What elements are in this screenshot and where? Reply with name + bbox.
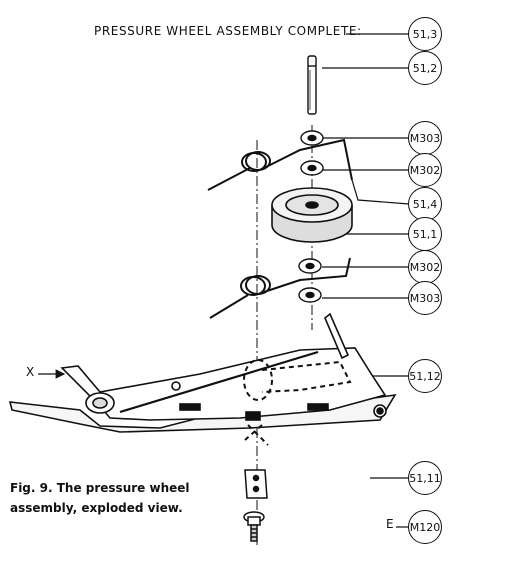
callout-m303-lower: M303	[408, 281, 442, 315]
callout-m302-lower: M302	[408, 250, 442, 284]
washer-m303-lower	[298, 287, 322, 303]
caption-line-2: assembly, exploded view.	[10, 501, 183, 515]
callout-51-3: 51,3	[408, 17, 442, 51]
screw	[243, 511, 265, 542]
callout-51-2: 51,2	[408, 51, 442, 85]
shaft-pin	[307, 55, 317, 115]
callout-51-1: 51,1	[408, 217, 442, 251]
lever-bracket	[8, 312, 397, 433]
caption-line-1: Fig. 9. The pressure wheel	[10, 481, 190, 495]
callout-51-4: 51,4	[408, 187, 442, 221]
callout-51-11: 51,11	[408, 461, 442, 495]
pressure-wheel	[271, 187, 353, 243]
callout-51-12: 51,12	[408, 359, 442, 393]
callout-m303-upper: M303	[408, 121, 442, 155]
hidden-lines	[243, 359, 352, 446]
figure-caption: Fig. 9. The pressure wheel assembly, exp…	[10, 478, 200, 518]
callout-m120: M120	[408, 510, 442, 544]
label-e: E	[386, 517, 394, 531]
small-plate	[244, 469, 268, 499]
assembly-title: PRESSURE WHEEL ASSEMBLY COMPLETE:	[94, 24, 362, 38]
callout-m302-upper: M302	[408, 153, 442, 187]
label-x: X	[26, 365, 35, 379]
leader-lines	[38, 33, 410, 528]
washer-upper	[300, 130, 324, 146]
washer-m302-upper	[300, 160, 324, 176]
spring-lower	[209, 257, 351, 319]
spring-upper	[207, 138, 353, 191]
washer-m302-lower	[298, 258, 322, 274]
